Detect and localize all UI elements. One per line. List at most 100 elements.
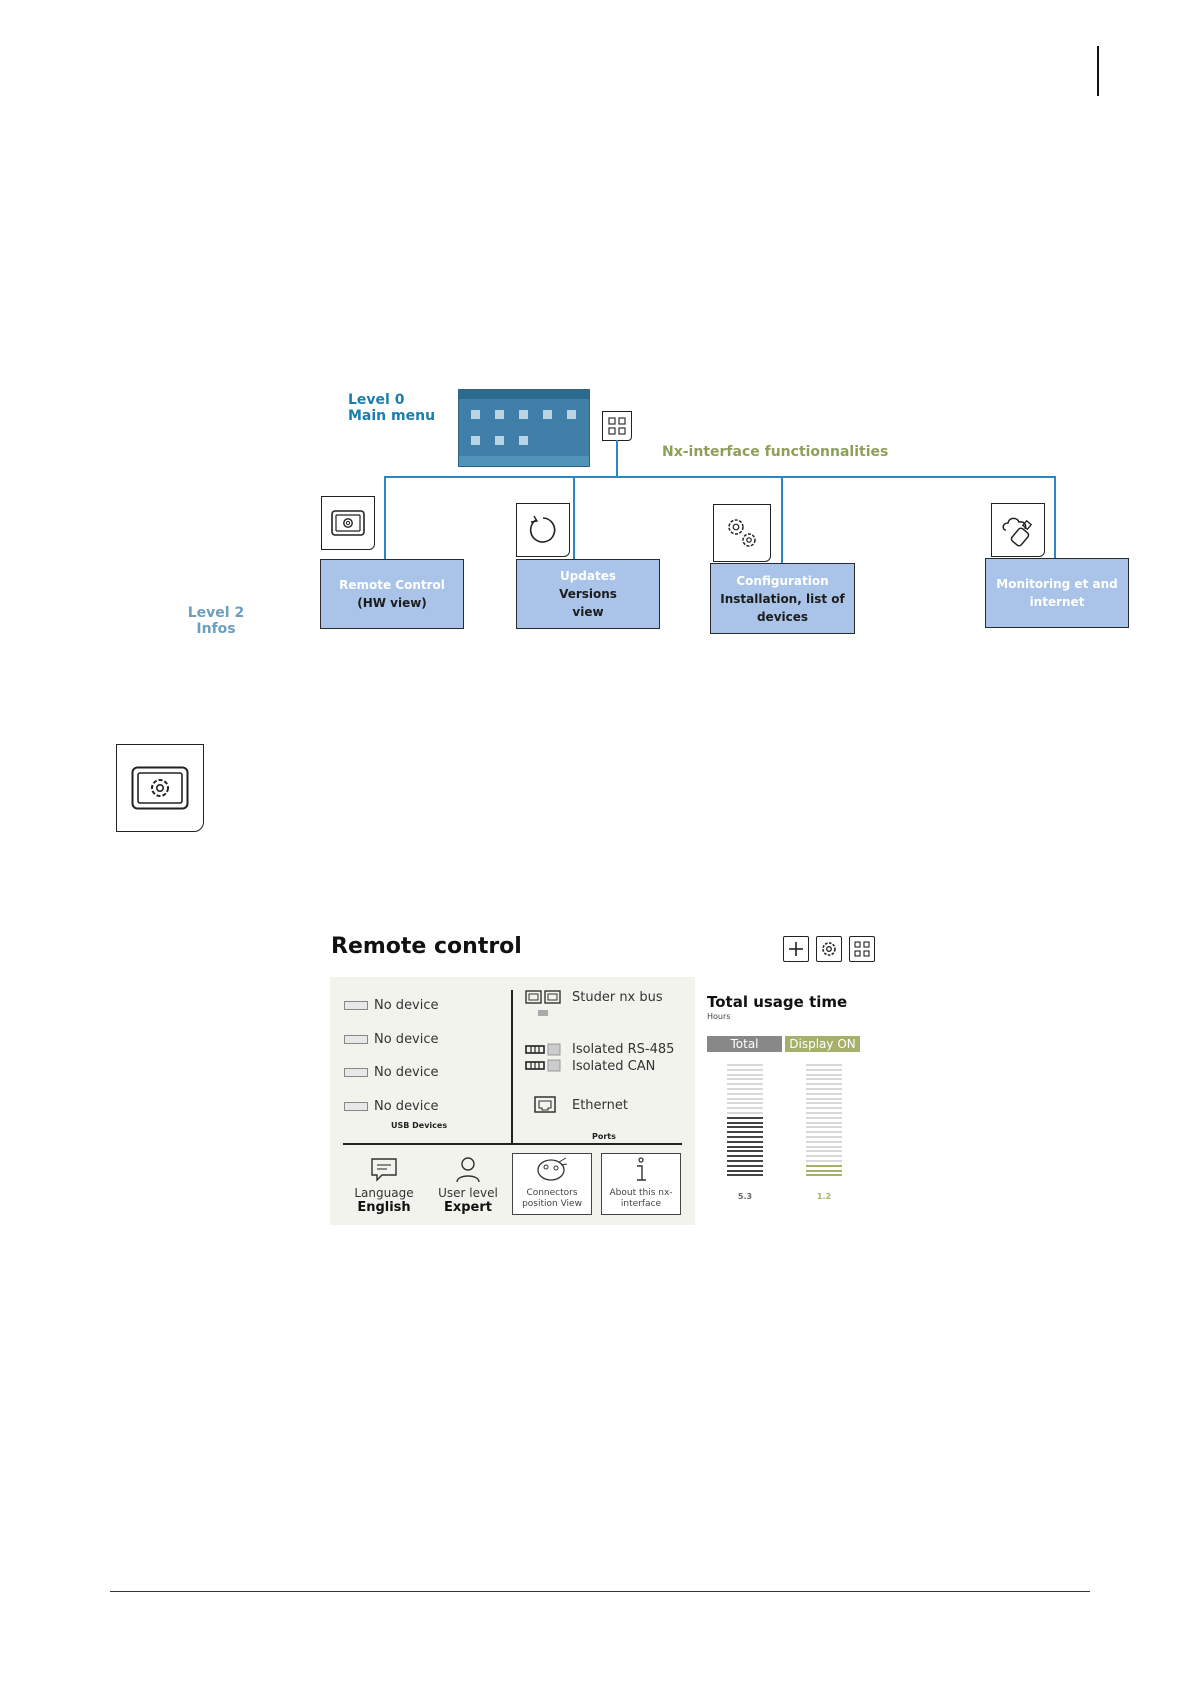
gauge-segment [727, 1116, 763, 1119]
about-label-line2: interface [620, 1199, 662, 1209]
gauge-segment [806, 1068, 842, 1071]
gear-icon [822, 942, 836, 956]
about-interface-button[interactable]: About this nx- interface [601, 1153, 681, 1215]
gauge-segment [727, 1174, 763, 1177]
gauge-segment [806, 1102, 842, 1105]
user-level-value: Expert [443, 1200, 492, 1215]
gauge-segment [727, 1140, 763, 1143]
gauge-segment [727, 1169, 763, 1172]
settings-button[interactable] [816, 936, 842, 962]
grid-menu-button[interactable] [849, 936, 875, 962]
usb-device-label: No device [374, 1032, 439, 1047]
gauge-segment [806, 1088, 842, 1090]
node-configuration-line2: Installation, list of [720, 591, 845, 606]
node-updates-line2: Versions [559, 587, 617, 601]
tab-display-on[interactable]: Display ON [785, 1036, 860, 1052]
level0-label: Level 0 Main menu [348, 392, 435, 424]
gauge-segment [806, 1140, 842, 1143]
gauge-segment [727, 1150, 763, 1153]
gauge-segment [806, 1107, 842, 1110]
gauge-segment [727, 1112, 763, 1114]
usb-device-row[interactable]: No device [344, 1032, 439, 1047]
level2-subtitle: Infos [196, 621, 236, 637]
gauge-segment [727, 1073, 763, 1076]
usb-device-row[interactable]: No device [344, 998, 439, 1013]
usb-device-label: No device [374, 1099, 439, 1114]
connector-trunk [616, 440, 618, 478]
connector-bus [384, 476, 1056, 478]
monitoring-node-icon [991, 503, 1045, 557]
gauge-segment [806, 1064, 842, 1066]
level2-title: Level 2 [187, 605, 245, 621]
level0-subtitle: Main menu [348, 408, 436, 424]
rs485-label: Isolated RS-485 [572, 1042, 675, 1057]
usb-device-row[interactable]: No device [344, 1099, 439, 1114]
usage-panel [695, 977, 875, 1225]
gauge-segment [806, 1083, 842, 1086]
gauge-segment [806, 1160, 842, 1162]
usage-unit: Hours [707, 1012, 731, 1021]
gauge-segment [727, 1102, 763, 1105]
gauge-segment [727, 1121, 763, 1124]
header-rule [1097, 46, 1099, 96]
usb-slot-icon [344, 1035, 368, 1044]
gauge-segment [727, 1160, 763, 1162]
total-value: 5.3 [737, 1192, 753, 1201]
panel-divider-horizontal [343, 1143, 682, 1145]
main-menu-screenshot [458, 389, 590, 467]
updates-node-icon [516, 503, 570, 557]
gauge-segment [806, 1131, 842, 1134]
ethernet-label: Ethernet [572, 1098, 628, 1113]
gauge-segment [806, 1126, 842, 1129]
gauge-segment [806, 1073, 842, 1076]
gauge-segment [727, 1136, 763, 1138]
node-configuration-line3: devices [756, 609, 809, 624]
gauge-segment [727, 1164, 763, 1167]
ports-label: Ports [592, 1132, 616, 1141]
gauge-segment [806, 1116, 842, 1119]
gauge-segment [806, 1078, 842, 1081]
user-icon [456, 1157, 480, 1183]
connectors-label-line2: position View [522, 1199, 582, 1209]
gauge-segment [727, 1092, 763, 1095]
info-icon [637, 1157, 646, 1181]
grid-icon [854, 941, 870, 957]
gauge-segment [727, 1107, 763, 1110]
node-remote-control: Remote Control (HW view) [320, 559, 464, 629]
gauge-segment [727, 1088, 763, 1090]
gauge-segment [806, 1097, 842, 1100]
gauge-segment [727, 1097, 763, 1100]
add-button[interactable] [783, 936, 809, 962]
language-button[interactable]: Language English [347, 1157, 421, 1215]
usb-device-row[interactable]: No device [344, 1065, 439, 1080]
tab-total[interactable]: Total [707, 1036, 782, 1052]
node-configuration-line1: Configuration [736, 573, 829, 588]
usb-slot-icon [344, 1068, 368, 1077]
ethernet-port-icon [534, 1096, 556, 1118]
rs485-port-icon [525, 1043, 563, 1079]
plus-icon [789, 942, 803, 956]
usb-device-label: No device [374, 998, 439, 1013]
gauge-segment [727, 1064, 763, 1066]
connector-config [781, 476, 783, 565]
node-remote-control-line2: (HW view) [357, 596, 427, 610]
panel-divider-vertical [511, 990, 513, 1144]
connectors-position-button[interactable]: Connectors position View [512, 1153, 592, 1215]
gauge-segment [806, 1112, 842, 1114]
usb-slot-icon [344, 1001, 368, 1010]
gears-icon [728, 519, 756, 547]
gauge-segment [727, 1155, 763, 1158]
main-menu-thumbnail-icon [459, 390, 589, 466]
functions-label: Nx-interface functionnalities [662, 444, 889, 460]
connectors-icon [537, 1157, 568, 1181]
node-updates-line1: Updates [559, 569, 617, 583]
language-value: English [357, 1200, 411, 1215]
usb-cloud-icon [1002, 517, 1033, 547]
gauge-segment [806, 1155, 842, 1158]
user-level-button[interactable]: User level Expert [430, 1155, 506, 1215]
usage-title: Total usage time [707, 993, 848, 1011]
node-monitoring-line1: Monitoring et and [996, 577, 1118, 591]
remote-control-title: Remote control [331, 934, 522, 959]
node-configuration: Configuration Installation, list of devi… [710, 563, 855, 634]
usb-devices-label: USB Devices [391, 1121, 448, 1130]
